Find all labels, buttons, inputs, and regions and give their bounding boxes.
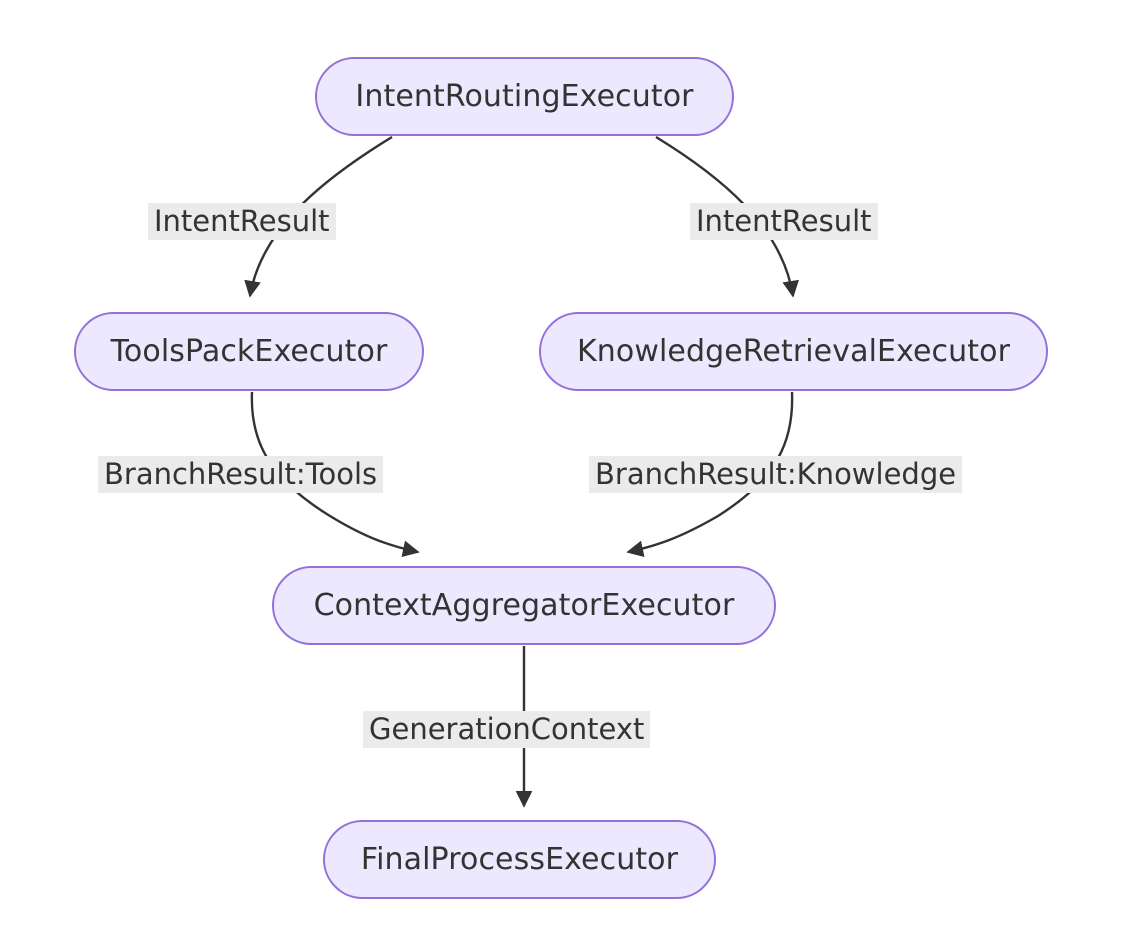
edge-label-branch-result-knowledge: BranchResult:Knowledge xyxy=(589,456,963,493)
node-knowledge-retrieval-executor[interactable]: KnowledgeRetrievalExecutor xyxy=(539,312,1048,391)
edge-label-branch-result-tools: BranchResult:Tools xyxy=(98,456,384,493)
node-tools-pack-executor[interactable]: ToolsPackExecutor xyxy=(74,312,424,391)
node-label: IntentRoutingExecutor xyxy=(355,78,694,114)
edge-label-generation-context: GenerationContext xyxy=(363,711,651,748)
edge-tools-pack-to-context-aggregator xyxy=(250,391,420,558)
node-final-process-executor[interactable]: FinalProcessExecutor xyxy=(323,820,716,899)
node-label: KnowledgeRetrievalExecutor xyxy=(576,333,1011,369)
edge-knowledge-retrieval-to-context-aggregator xyxy=(626,391,794,558)
node-intent-routing-executor[interactable]: IntentRoutingExecutor xyxy=(315,57,734,136)
node-label: FinalProcessExecutor xyxy=(360,841,679,877)
node-label: ToolsPackExecutor xyxy=(110,333,388,369)
node-label: ContextAggregatorExecutor xyxy=(313,587,735,623)
node-context-aggregator-executor[interactable]: ContextAggregatorExecutor xyxy=(272,566,776,645)
edge-label-intent-result-knowledge: IntentResult xyxy=(690,203,878,240)
edge-label-intent-result-tools: IntentResult xyxy=(148,203,336,240)
